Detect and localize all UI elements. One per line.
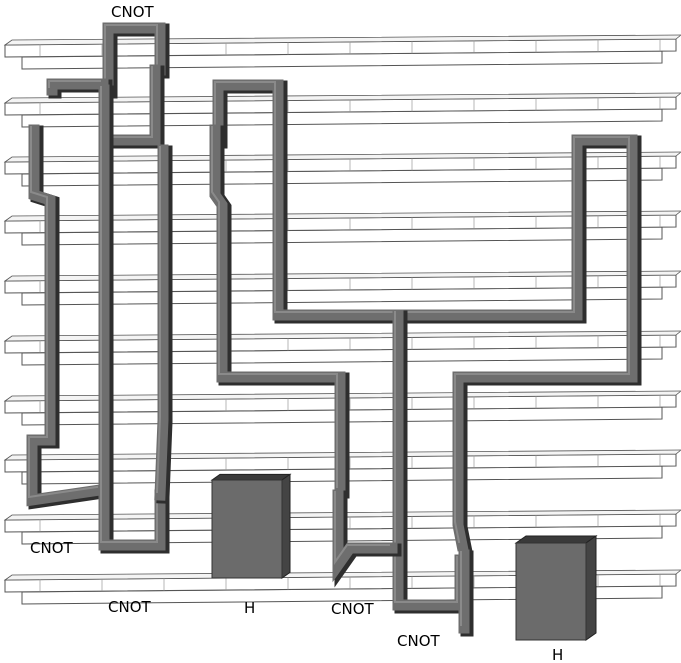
label-cnot-top: CNOT — [111, 3, 155, 21]
tube-highlight — [104, 24, 158, 88]
tube-highlight — [100, 86, 158, 543]
tube-body — [98, 84, 166, 551]
rail-6 — [3, 330, 681, 366]
label-cnot-left: CNOT — [30, 539, 74, 557]
defect-long-strand-b — [154, 144, 173, 504]
tube-highlight — [214, 81, 630, 544]
defect-left-strand — [26, 124, 111, 510]
label-h-right: H — [552, 646, 563, 663]
defect-cnot-top-return — [104, 64, 165, 149]
rail-3 — [3, 151, 681, 187]
label-h-left: H — [244, 599, 255, 617]
tube-highlight — [28, 126, 99, 499]
block-front — [515, 542, 587, 641]
block-front — [211, 479, 283, 579]
rail-5 — [3, 270, 681, 306]
tube-body — [154, 144, 169, 501]
block-top — [514, 535, 598, 544]
tube-highlight — [48, 80, 101, 88]
rail-top-face — [3, 210, 681, 222]
rail-1 — [3, 34, 681, 70]
defect-cnot-bottom-right — [458, 549, 474, 637]
tube-body — [212, 79, 638, 552]
tube-highlight — [394, 311, 458, 603]
defect-cnot-bottom-middle — [332, 489, 402, 588]
rail-top-face — [3, 34, 681, 46]
lattice-rails — [3, 34, 681, 605]
tube-highlight — [211, 126, 338, 488]
tube-body — [332, 489, 398, 583]
rail-top-face — [3, 270, 681, 282]
rail-top-face — [3, 151, 681, 163]
block-side — [281, 473, 291, 579]
rail-2 — [3, 92, 681, 128]
defect-cnot-top-loop — [102, 22, 170, 99]
rail-top-face — [3, 330, 681, 342]
tube-body — [209, 124, 346, 496]
tube-highlight — [334, 491, 390, 566]
block-side — [585, 535, 597, 641]
defect-middle-down — [209, 124, 350, 499]
defect-braids — [26, 22, 642, 637]
hadamard-block-left — [210, 473, 292, 579]
label-cnot-bottom-left: CNOT — [108, 598, 152, 616]
hadamard-blocks — [210, 473, 598, 641]
defect-left-hook — [46, 78, 113, 99]
block-top — [210, 473, 292, 481]
gate-labels: CNOT CNOT CNOT H CNOT CNOT H — [30, 3, 563, 663]
tube-highlight — [155, 146, 161, 494]
hadamard-block-right — [514, 535, 598, 641]
label-cnot-bottom-middle: CNOT — [331, 600, 375, 618]
tube-body — [46, 78, 109, 96]
tube-body — [102, 22, 166, 96]
rail-top-face — [3, 92, 681, 104]
tube-body — [104, 64, 161, 146]
rail-4 — [3, 210, 681, 246]
defect-middle-loop — [212, 79, 642, 555]
label-cnot-bottom-right: CNOT — [397, 632, 441, 650]
tube-body — [26, 124, 107, 507]
defect-long-strand-a — [98, 84, 170, 554]
tube-highlight — [106, 66, 153, 138]
